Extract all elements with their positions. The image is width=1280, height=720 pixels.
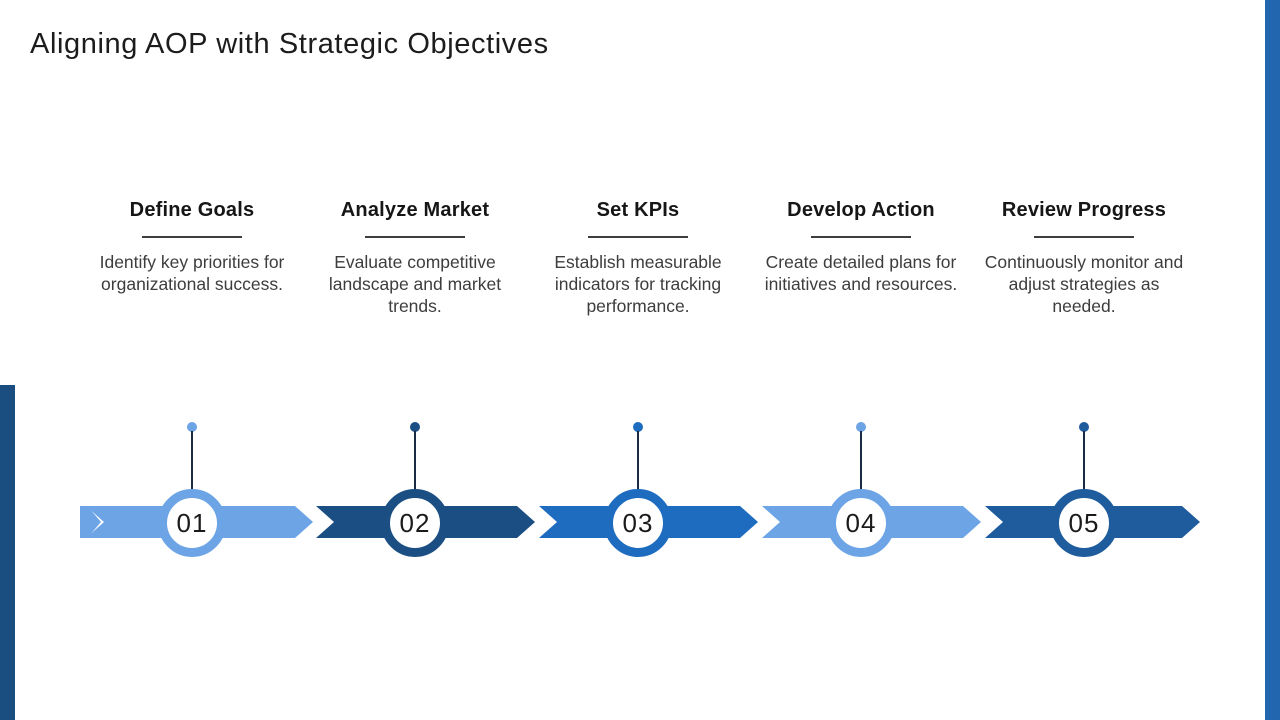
- step-node-circle: 04: [827, 489, 895, 557]
- timeline-step-3: 03: [604, 0, 672, 720]
- heading-underline: [1034, 236, 1134, 238]
- step-column-set-kpis: Set KPIs Establish measurable indicators…: [526, 199, 750, 317]
- step-description: Establish measurable indicators for trac…: [554, 252, 722, 316]
- step-dot-icon: [633, 422, 643, 432]
- step-stem-line: [191, 431, 193, 490]
- step-node-circle: 02: [381, 489, 449, 557]
- step-stem-line: [414, 431, 416, 490]
- step-node-circle: 03: [604, 489, 672, 557]
- step-dot-icon: [1079, 422, 1089, 432]
- heading-underline: [142, 236, 242, 238]
- step-description: Create detailed plans for initiatives an…: [764, 252, 958, 294]
- step-heading: Analyze Market: [340, 199, 490, 221]
- step-dot-icon: [856, 422, 866, 432]
- timeline-step-1: 01: [158, 0, 226, 720]
- step-column-review-progress: Review Progress Continuously monitor and…: [972, 199, 1196, 317]
- timeline-step-5: 05: [1050, 0, 1118, 720]
- step-heading: Develop Action: [787, 199, 935, 221]
- step-description: Identify key priorities for organization…: [99, 252, 285, 294]
- step-stem-line: [860, 431, 862, 490]
- step-heading: Set KPIs: [596, 199, 680, 221]
- step-column-develop-action: Develop Action Create detailed plans for…: [749, 199, 973, 295]
- step-number: 05: [1068, 507, 1100, 538]
- heading-underline: [588, 236, 688, 238]
- step-heading: Review Progress: [1001, 199, 1167, 221]
- heading-underline: [811, 236, 911, 238]
- step-dot-icon: [187, 422, 197, 432]
- step-heading: Define Goals: [129, 199, 255, 221]
- step-dot-icon: [410, 422, 420, 432]
- step-number: 02: [399, 507, 431, 538]
- heading-underline: [365, 236, 465, 238]
- step-node-circle: 01: [158, 489, 226, 557]
- step-node-circle: 05: [1050, 489, 1118, 557]
- step-stem-line: [637, 431, 639, 490]
- left-accent-bar: [0, 385, 15, 720]
- step-number: 01: [176, 507, 208, 538]
- step-column-define-goals: Define Goals Identify key priorities for…: [80, 199, 304, 295]
- step-number: 03: [622, 507, 654, 538]
- step-stem-line: [1083, 431, 1085, 490]
- step-number: 04: [845, 507, 877, 538]
- step-description: Evaluate competitive landscape and marke…: [328, 252, 502, 316]
- timeline-step-4: 04: [827, 0, 895, 720]
- right-accent-bar: [1265, 0, 1280, 720]
- step-description: Continuously monitor and adjust strategi…: [984, 252, 1184, 316]
- timeline-step-2: 02: [381, 0, 449, 720]
- step-column-analyze-market: Analyze Market Evaluate competitive land…: [303, 199, 527, 317]
- page-title: Aligning AOP with Strategic Objectives: [30, 28, 549, 60]
